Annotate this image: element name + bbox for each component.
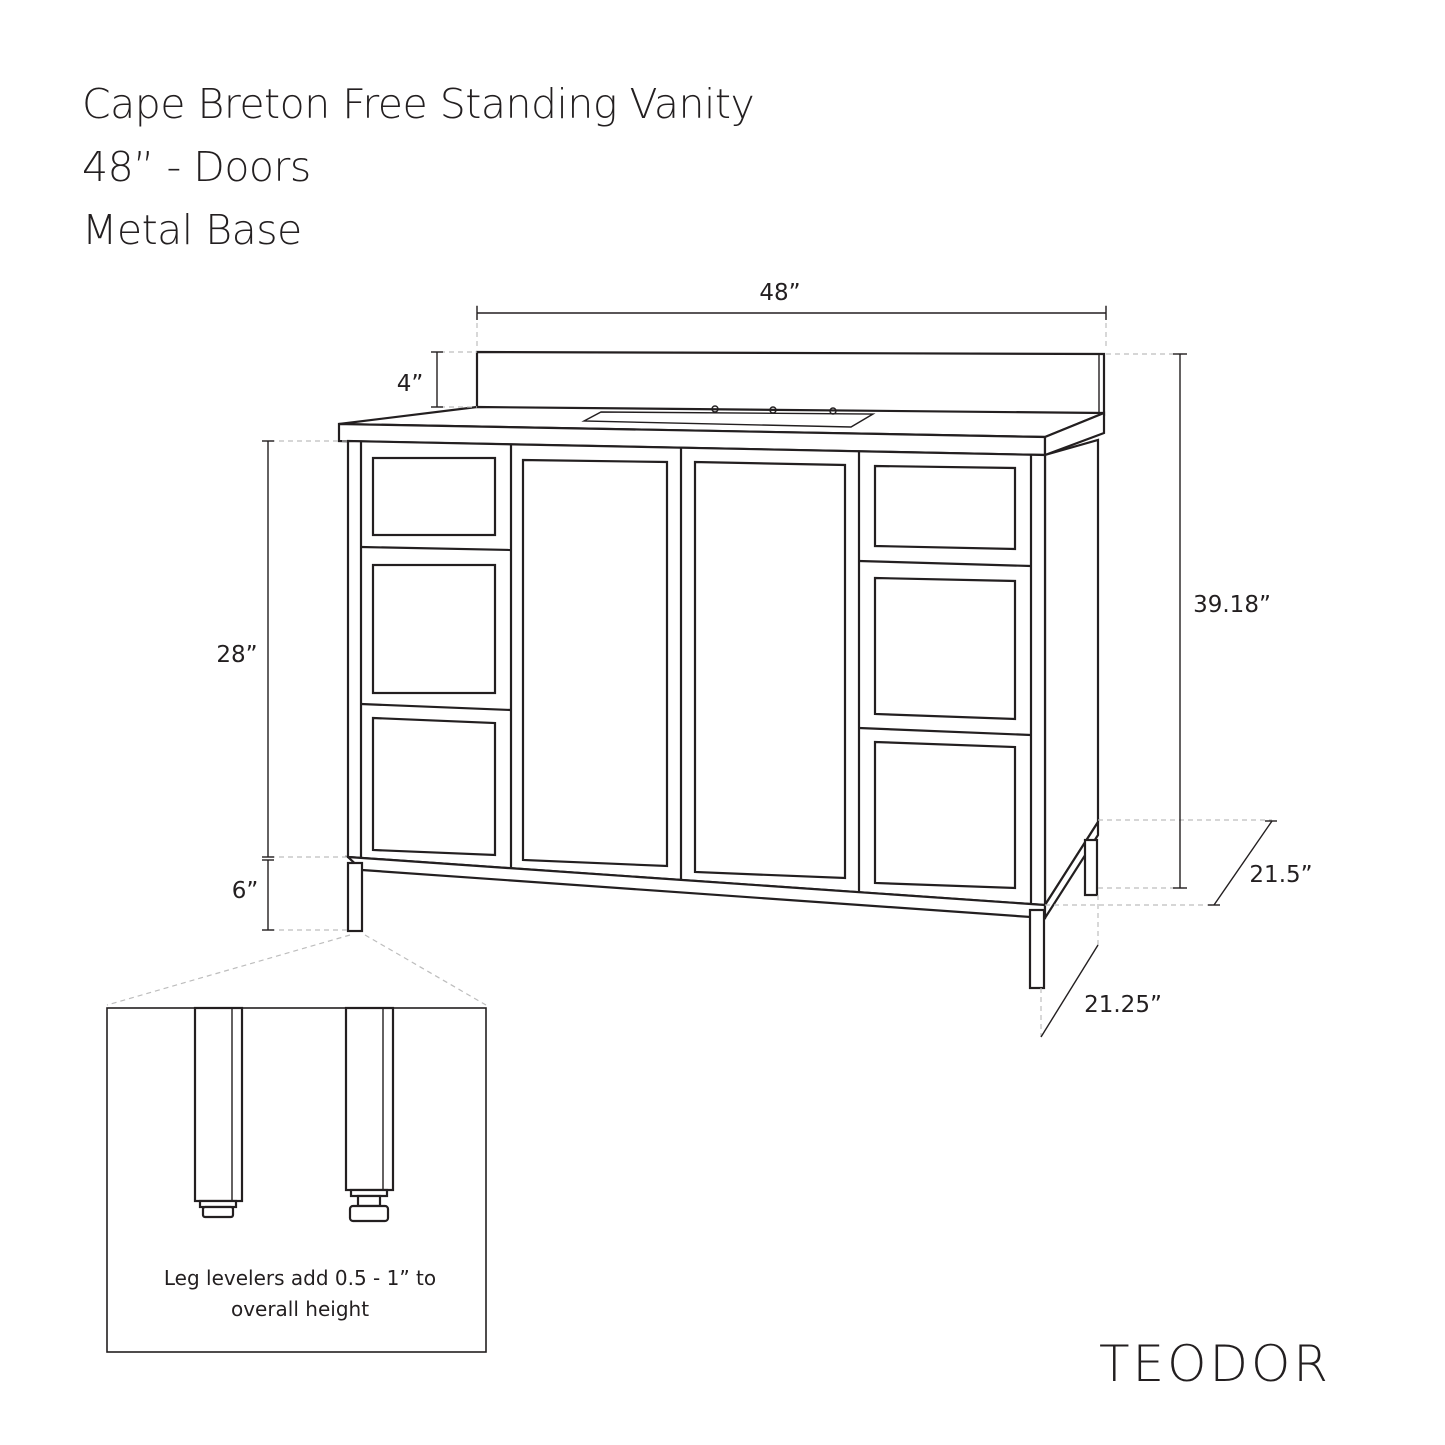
leg-front-right [1028,908,1046,990]
svg-text:28”: 28” [216,642,257,668]
drawer-right-3 [873,740,1017,890]
leveler-note-line2: overall height [231,1297,369,1321]
metal-base [344,818,1100,990]
cabinet-body [346,438,1100,909]
leg-back-right [1083,838,1099,897]
svg-text:21.5”: 21.5” [1249,862,1312,888]
sink [581,411,876,428]
product-size: 48” - Doors [82,143,311,191]
guide-lines [106,305,1272,1037]
svg-text:4”: 4” [397,371,424,397]
backsplash [475,350,1106,417]
leg-leveler-inset: Leg levelers add 0.5 - 1” to overall hei… [106,1006,487,1353]
drawer-right-1 [873,464,1017,551]
door-left [521,458,669,868]
svg-text:6”: 6” [232,878,259,904]
leg-front-left [346,861,364,933]
brand-logo: TEODOR [1099,1335,1331,1393]
dimension-leg-height: 6” [232,859,274,931]
drawer-left-2 [371,563,497,695]
svg-text:21.25”: 21.25” [1084,992,1162,1018]
leveler-note-line1: Leg levelers add 0.5 - 1” to [164,1266,436,1290]
leg-detail-left [193,1006,244,1219]
dimension-total-height: 39.18” [1173,353,1271,889]
drawer-left-3 [371,716,497,857]
drawer-left-1 [371,456,497,537]
dimension-top-depth: 21.5” [1208,820,1313,906]
dimension-backsplash: 4” [397,351,443,408]
dimension-cabinet-height: 28” [216,440,274,858]
door-right [693,460,847,880]
product-title: Cape Breton Free Standing Vanity [82,80,755,128]
dimension-base-depth: 21.25” [1040,944,1162,1038]
svg-text:39.18”: 39.18” [1193,592,1271,618]
drawer-right-2 [873,576,1017,721]
svg-text:48”: 48” [759,280,800,306]
leg-detail-right [344,1006,395,1223]
product-base: Metal Base [82,206,302,254]
dimension-width: 48” [476,280,1107,320]
